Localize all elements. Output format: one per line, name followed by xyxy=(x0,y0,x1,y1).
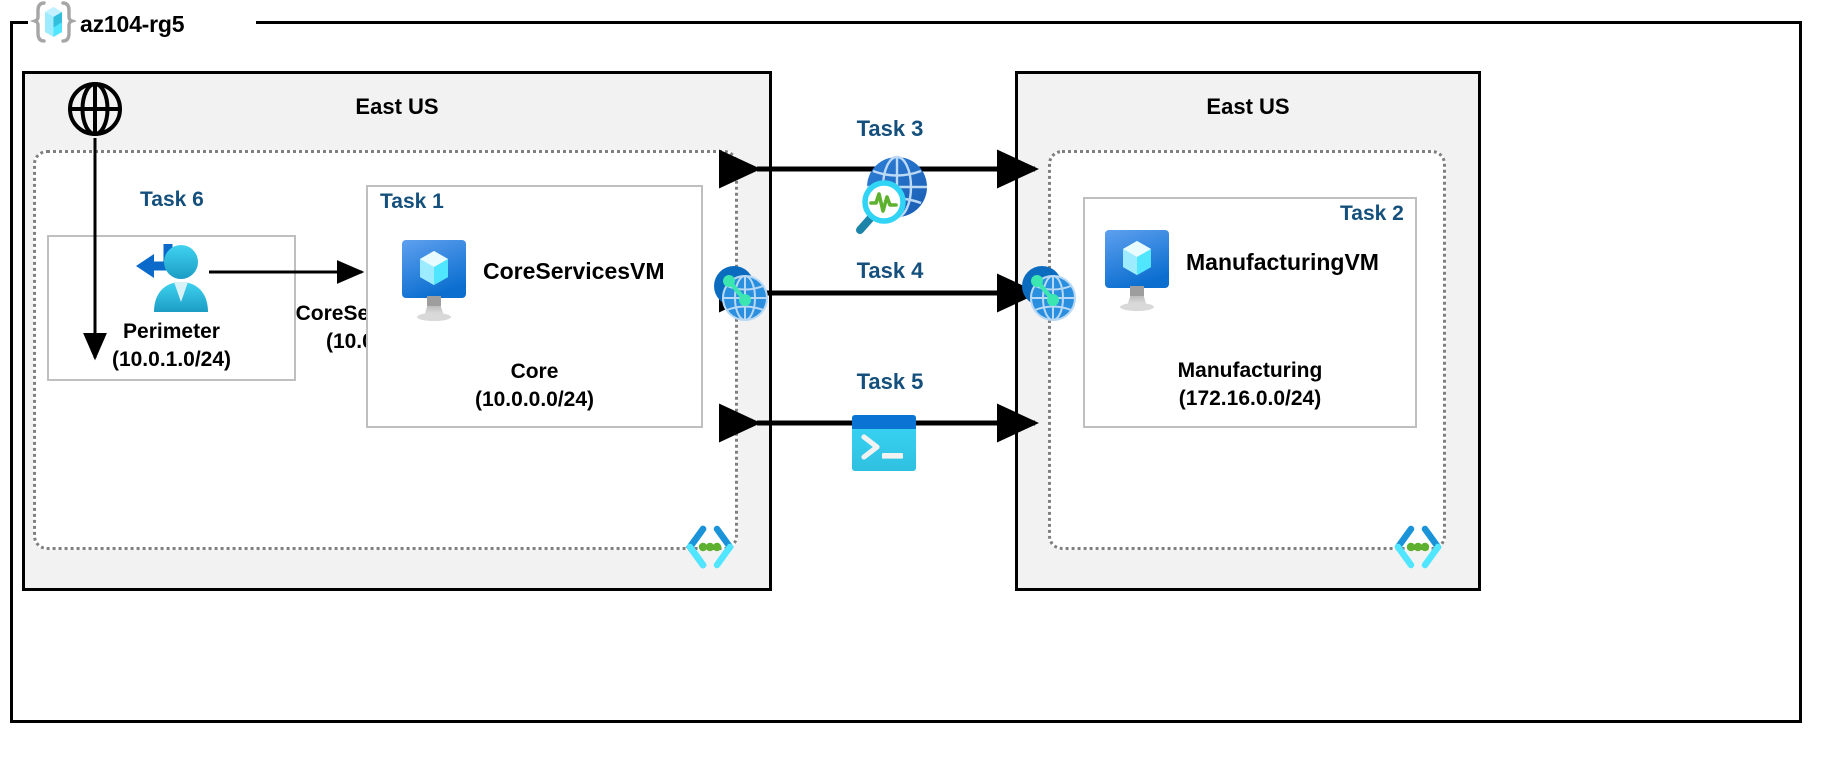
vnet-peering-icon xyxy=(709,262,773,329)
task-label-task6: Task 6 xyxy=(140,188,204,211)
task-label-task3: Task 3 xyxy=(856,116,924,141)
globe-icon xyxy=(66,80,124,143)
region-title-right: East US xyxy=(1206,94,1290,119)
subnet-perimeter-cidr: (10.0.1.0/24) xyxy=(111,347,232,371)
resource-group-title-mask xyxy=(28,10,256,36)
virtual-network-icon xyxy=(1389,519,1447,582)
subnet-core-caption: Core (10.0.0.0/24) xyxy=(366,358,703,413)
resource-group-name: az104-rg5 xyxy=(80,10,185,37)
task-label-task1: Task 1 xyxy=(380,190,444,213)
virtual-machine-icon xyxy=(399,238,469,327)
vnet-peering-icon xyxy=(1017,262,1081,329)
azure-resource-group-icon xyxy=(29,0,78,49)
task-label-task4: Task 4 xyxy=(856,258,924,283)
subnet-core xyxy=(366,185,703,428)
virtual-network-icon xyxy=(681,519,739,582)
vm-label-manufacturingvm: ManufacturingVM xyxy=(1186,249,1379,275)
resource-group-title: az104-rg5 xyxy=(29,0,185,49)
bastion-user-icon xyxy=(128,240,214,321)
subnet-manufacturing-name: Manufacturing xyxy=(1177,359,1323,382)
subnet-perimeter-name: Perimeter xyxy=(123,320,220,343)
subnet-core-cidr: (10.0.0.0/24) xyxy=(474,387,595,411)
virtual-machine-icon xyxy=(1102,228,1172,317)
resource-group-frame xyxy=(10,21,1802,723)
task-label-task5: Task 5 xyxy=(856,369,924,394)
subnet-core-name: Core xyxy=(510,360,559,383)
cloud-shell-icon xyxy=(851,414,917,477)
region-title-left: East US xyxy=(355,94,439,119)
vm-label-coreservicesvm: CoreServicesVM xyxy=(483,258,665,284)
task-label-task2: Task 2 xyxy=(1340,202,1404,225)
subnet-manufacturing-cidr: (172.16.0.0/24) xyxy=(1178,386,1322,410)
subnet-perimeter-caption: Perimeter (10.0.1.0/24) xyxy=(47,318,296,373)
network-watcher-icon xyxy=(838,152,934,239)
subnet-manufacturing-caption: Manufacturing (172.16.0.0/24) xyxy=(1083,357,1417,412)
